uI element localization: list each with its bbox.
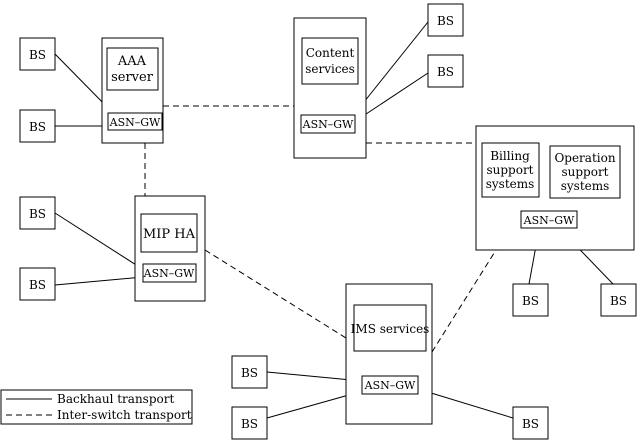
bs-label: BS xyxy=(610,294,627,308)
bs-node: BS xyxy=(231,406,268,440)
bs-node: BS xyxy=(600,283,637,317)
inter-switch-link xyxy=(431,249,497,353)
asn-gw-box xyxy=(520,210,578,229)
bs-label: BS xyxy=(29,120,46,134)
asn-gw-label: ASN–GW xyxy=(302,118,354,131)
backhaul-link xyxy=(54,212,145,271)
content-switch: Content services ASN–GW xyxy=(293,17,367,159)
bs-node: BS xyxy=(512,283,549,317)
backhaul-link xyxy=(54,276,144,286)
bs-label: BS xyxy=(29,278,46,292)
bs-label: BS xyxy=(522,294,539,308)
aaa-server-label-1: AAA xyxy=(117,54,147,69)
asn-gw-label: ASN–GW xyxy=(364,379,416,392)
asn-gw-label: ASN–GW xyxy=(109,116,161,129)
backhaul-link xyxy=(417,388,514,419)
asn-gw-label: ASN–GW xyxy=(523,214,575,227)
operation-support-box xyxy=(549,145,621,199)
asn-gw-box xyxy=(142,263,197,283)
bs-node: BS xyxy=(231,355,268,389)
asn-gw-box xyxy=(300,114,356,134)
bs-node: BS xyxy=(427,3,464,37)
ims-services-label: IMS services xyxy=(351,322,430,336)
bs-node: BS xyxy=(19,267,56,301)
asn-gw-box xyxy=(107,112,163,131)
bs-node: BS xyxy=(19,109,56,143)
bs-label: BS xyxy=(241,417,258,431)
aaa-server-label-2: server xyxy=(111,70,154,85)
legend: Backhaul transport Inter-switch transpor… xyxy=(0,389,193,425)
content-services-label-1: Content xyxy=(306,46,355,60)
inter-switch-link xyxy=(204,249,347,339)
bs-node: BS xyxy=(19,196,56,230)
billing-support-box xyxy=(481,142,540,198)
bs-label: BS xyxy=(437,65,454,79)
bs-label: BS xyxy=(29,207,46,221)
bs-label: BS xyxy=(29,48,46,62)
aaa-switch: AAA server ASN–GW xyxy=(101,37,164,144)
bs-node: BS xyxy=(19,37,56,71)
bs-label: BS xyxy=(437,14,454,28)
billing-label-1: Billing xyxy=(490,149,530,163)
asn-gw-box xyxy=(361,375,419,395)
legend-interswitch-label: Inter-switch transport xyxy=(57,408,192,422)
bs-node: BS xyxy=(427,54,464,88)
billing-label-2: support xyxy=(486,163,533,177)
asn-gw-label: ASN–GW xyxy=(143,267,195,280)
billing-switch: Billing support systems Operation suppor… xyxy=(475,125,635,251)
aaa-server-box xyxy=(106,47,159,91)
content-services-label-2: services xyxy=(305,62,355,76)
content-services-box xyxy=(301,37,359,85)
bs-label: BS xyxy=(522,417,539,431)
operation-label-2: support xyxy=(561,165,608,179)
mip-ha-box xyxy=(140,213,198,253)
operation-label-1: Operation xyxy=(554,151,615,165)
inter-switch-links xyxy=(144,105,497,353)
bs-node: BS xyxy=(512,406,549,440)
operation-label-3: systems xyxy=(561,179,610,193)
billing-label-3: systems xyxy=(486,177,535,191)
mip-switch: MIP HA ASN–GW xyxy=(134,195,206,302)
mip-ha-label: MIP HA xyxy=(143,227,196,242)
ims-switch: IMS services ASN–GW xyxy=(345,283,433,425)
ims-services-box xyxy=(353,304,427,352)
legend-backhaul-label: Backhaul transport xyxy=(57,392,174,406)
bs-label: BS xyxy=(241,366,258,380)
